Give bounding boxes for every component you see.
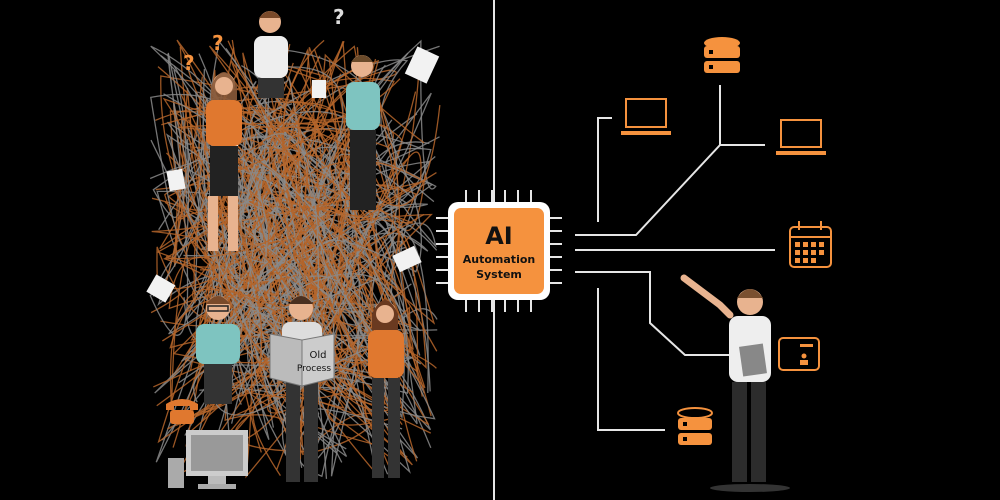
chip-label-line2: System <box>476 268 522 281</box>
person-presenter <box>680 274 790 492</box>
book-title-line2: Process <box>297 364 331 374</box>
calendar-day <box>811 242 816 247</box>
wire <box>187 53 344 351</box>
wire <box>150 45 333 479</box>
calendar-day <box>795 242 800 247</box>
question-mark: ? <box>183 51 195 75</box>
computer-monitor-icon <box>168 430 248 489</box>
calendar-day <box>795 258 800 263</box>
calendar-day <box>795 250 800 255</box>
connection-lines <box>575 85 775 431</box>
database-icon <box>704 37 740 73</box>
person-woman-orange <box>206 72 242 251</box>
calendar-day <box>803 250 808 255</box>
calendar-day <box>819 250 824 255</box>
calendar-day <box>803 258 808 263</box>
calendar-day <box>819 242 824 247</box>
calendar-icon <box>789 221 832 268</box>
laptop-icon <box>776 119 826 155</box>
book-title-line1: Old <box>310 350 327 361</box>
id-card-icon <box>778 337 820 371</box>
person-reading-book: Old Process <box>269 296 335 482</box>
chip-title: AI <box>485 222 513 250</box>
calendar-day <box>811 258 816 263</box>
wire <box>282 67 441 370</box>
person-glasses-teal <box>196 296 240 404</box>
person-phone-teal <box>346 55 380 210</box>
question-mark: ? <box>212 31 224 55</box>
laptop-icon <box>621 98 671 135</box>
person-top-center <box>254 11 288 98</box>
wire <box>189 220 387 453</box>
wire <box>151 179 426 357</box>
old-process-book: Old Process <box>269 333 335 387</box>
telephone-icon <box>166 399 198 424</box>
ai-automation-chip[interactable]: AI Automation System <box>436 190 562 312</box>
document-icon <box>146 46 440 303</box>
wire <box>191 126 381 364</box>
wire <box>207 166 429 416</box>
chip-label-line1: Automation <box>463 253 535 266</box>
question-mark: ? <box>333 5 345 29</box>
wire <box>206 78 401 292</box>
calendar-day <box>803 242 808 247</box>
wire <box>270 147 426 389</box>
tangled-wires <box>149 39 441 480</box>
calendar-day <box>811 250 816 255</box>
wire <box>299 52 440 458</box>
wire <box>165 45 367 260</box>
database-icon <box>677 407 713 445</box>
person-woman-orange-shirt <box>368 300 404 478</box>
